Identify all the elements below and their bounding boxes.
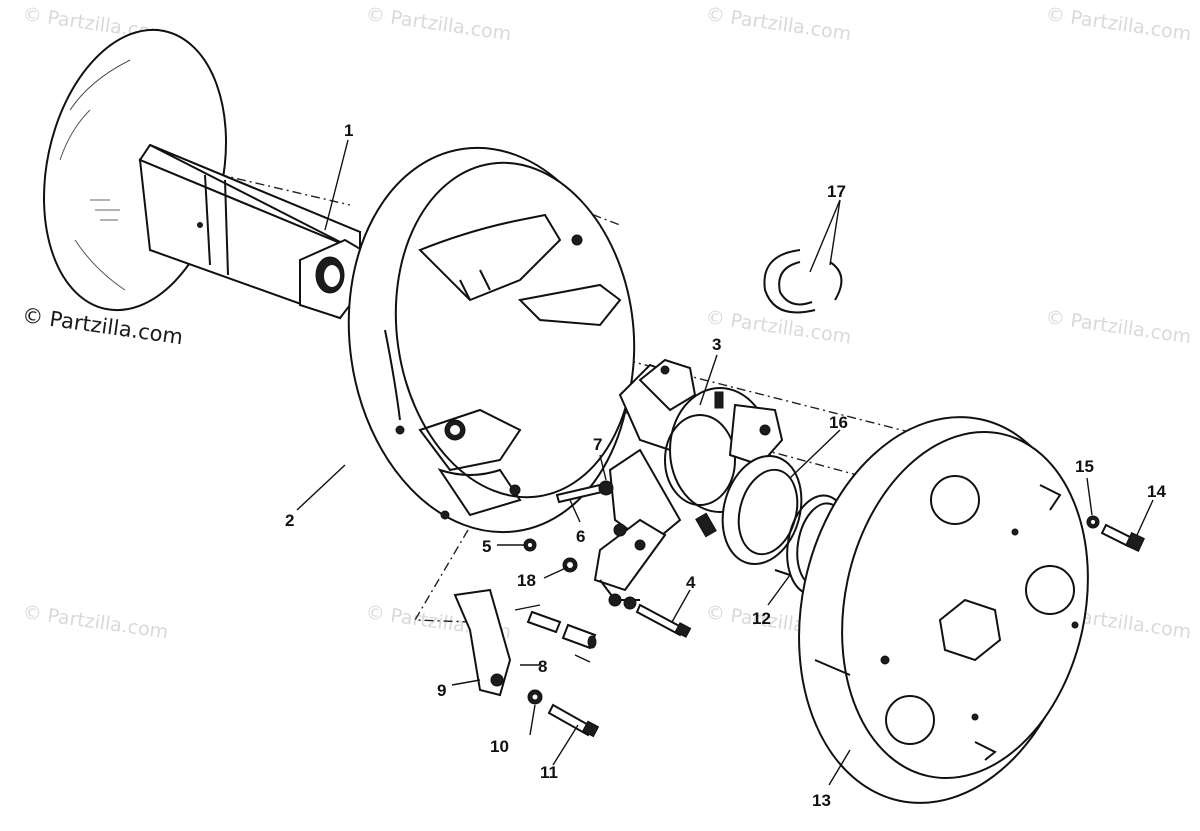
callout-11: 11 xyxy=(540,763,558,782)
callout-14: 14 xyxy=(1147,482,1166,501)
washer-bolt-lower xyxy=(527,689,600,738)
watermark-text: © Partzilla.com xyxy=(21,601,169,643)
callout-16: 16 xyxy=(829,413,848,432)
watermark-text: © Partzilla.com xyxy=(1044,306,1192,348)
callout-4: 4 xyxy=(686,573,696,592)
callout-12: 12 xyxy=(752,609,771,628)
callout-1: 1 xyxy=(344,121,353,140)
watermark-text: © Partzilla.com xyxy=(704,3,852,45)
weight-arm xyxy=(453,588,512,697)
callout-13: 13 xyxy=(812,791,831,810)
clutch-housing xyxy=(347,146,636,534)
callout-6: 6 xyxy=(576,527,585,546)
bushing-ring xyxy=(721,454,803,566)
retaining-clip xyxy=(763,249,843,314)
callout-15: 15 xyxy=(1075,457,1094,476)
callout-numbers: 1 2 3 4 5 6 7 8 9 10 11 12 13 14 15 16 1… xyxy=(285,121,1166,810)
callout-7: 7 xyxy=(593,435,602,454)
callout-3: 3 xyxy=(712,335,721,354)
watermark-text: © Partzilla.com xyxy=(704,306,852,348)
leader-lines xyxy=(296,139,1154,786)
callout-8: 8 xyxy=(538,657,547,676)
callout-9: 9 xyxy=(437,681,446,700)
callout-5: 5 xyxy=(482,537,491,556)
watermark-text: © Partzilla.com xyxy=(1044,3,1192,45)
callout-2: 2 xyxy=(285,511,294,530)
callout-10: 10 xyxy=(490,737,509,756)
callout-17: 17 xyxy=(827,182,846,201)
callout-18: 18 xyxy=(517,571,536,590)
small-hardware xyxy=(523,480,614,573)
pin-roller xyxy=(514,604,597,663)
cover-plate xyxy=(798,416,1089,804)
watermark-text: © Partzilla.com xyxy=(364,3,512,45)
bolt-washer-right xyxy=(1086,515,1145,552)
bolt-4 xyxy=(608,593,692,638)
drive-sheave-shaft xyxy=(43,28,364,320)
